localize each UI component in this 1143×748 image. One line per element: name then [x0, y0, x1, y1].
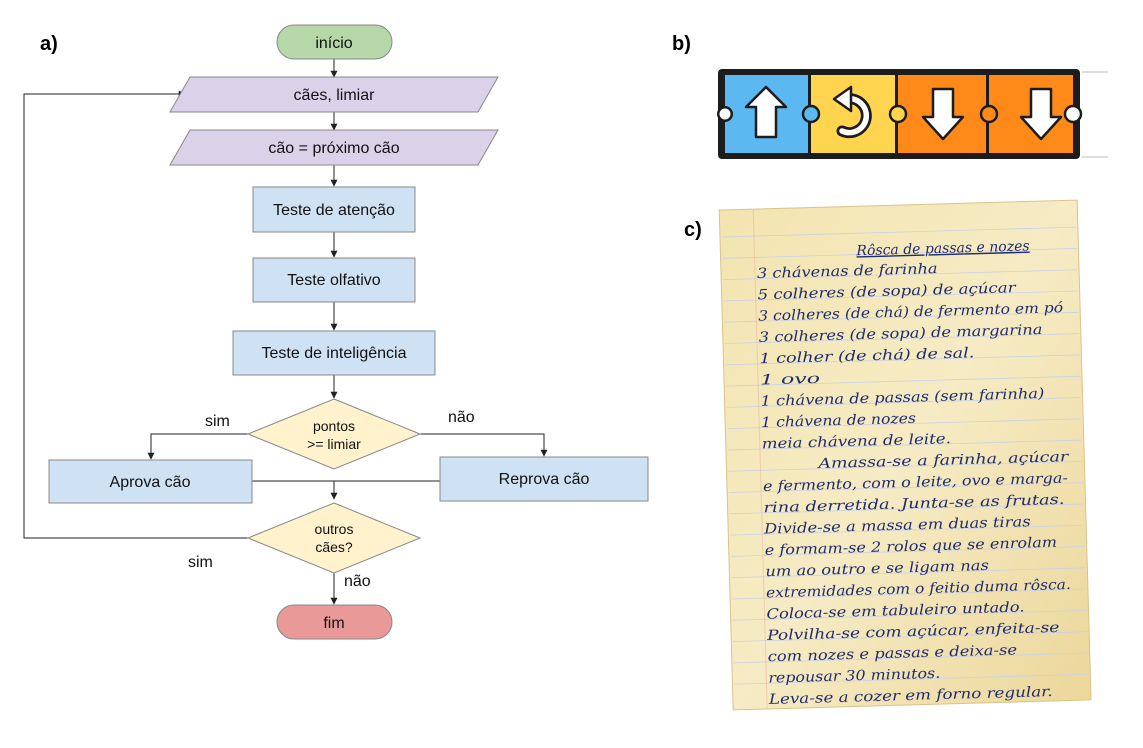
edge-approve-merge	[252, 480, 338, 500]
ruled-line	[734, 673, 1089, 685]
recipe-line: 1 ovo	[760, 371, 820, 389]
recipe-paper	[718, 199, 1092, 711]
score-no-label: não	[448, 409, 475, 426]
score-decision-diamond	[246, 398, 422, 470]
flowchart: início cães, limiar cão = próximo cão Te…	[23, 24, 649, 640]
ruled-line	[722, 248, 1077, 259]
paper-margin-line	[752, 209, 768, 709]
next-dog-label: cão = próximo cão	[268, 140, 399, 157]
score-decision-line1: pontos	[313, 418, 355, 434]
start-label: início	[315, 35, 352, 52]
attention-test-label: Teste de atenção	[273, 202, 395, 219]
panel-label-c: c)	[684, 219, 702, 241]
attention-test-box	[252, 186, 416, 233]
more-dogs-decision-diamond	[246, 502, 422, 574]
ruled-line	[729, 503, 1084, 515]
ruled-line	[732, 609, 1087, 621]
ruled-line	[730, 546, 1085, 557]
ruled-line	[733, 631, 1088, 642]
ruled-line	[727, 418, 1082, 430]
ruled-line	[725, 354, 1080, 366]
more-dogs-line1: outros	[315, 521, 354, 537]
recipe-line: Divide-se a massa em duas tiras	[763, 514, 1031, 537]
ruled-line	[723, 290, 1078, 302]
ruled-line	[732, 588, 1086, 600]
olfactory-test-label: Teste olfativo	[287, 272, 380, 289]
edge-decision-reject	[420, 433, 548, 457]
approve-box	[48, 459, 253, 504]
more-no-label: não	[344, 573, 371, 590]
puzzle-block-2	[801, 75, 895, 153]
recipe-line: Amassa-se a farinha, açúcar	[816, 449, 1070, 472]
ruled-line	[730, 524, 1085, 536]
ruled-line	[724, 333, 1079, 344]
ruled-line	[729, 482, 1083, 493]
recipe-line: um ao outro e se ligam nas	[765, 558, 989, 580]
recipe-title: Rôsca de passas e nozes	[855, 238, 1030, 259]
more-yes-label: sim	[188, 554, 213, 571]
ruled-line	[726, 375, 1081, 387]
recipe-line: meia chávena de leite.	[762, 431, 952, 452]
olfactory-test-box	[252, 257, 416, 303]
recipe-paper-group: Rôsca de passas e nozes 3 chávenas de fa…	[718, 199, 1092, 711]
puzzle-block-4	[979, 75, 1083, 153]
input-label: cães, limiar	[294, 87, 376, 104]
intelligence-test-label: Teste de inteligência	[262, 345, 407, 362]
input-parallelogram	[169, 76, 499, 113]
puzzle-block-1	[717, 75, 808, 153]
recipe-line: 1 chávena de nozes	[761, 411, 916, 431]
edge-loop-back	[23, 90, 248, 539]
down-arrow-icon	[1019, 87, 1063, 141]
ruled-line	[726, 397, 1081, 408]
ruled-line	[733, 652, 1088, 664]
recipe-line: com nozes e passas e deixa-se	[768, 642, 1018, 665]
edge-decision-approve	[147, 433, 248, 460]
recipe-line: repousar 30 minutos.	[768, 666, 940, 687]
approve-label: Aprova cão	[110, 474, 191, 491]
recipe-line: 5 colheres (de sopa) de açúcar	[757, 280, 1017, 303]
score-yes-label: sim	[205, 413, 230, 430]
ruled-line	[731, 567, 1086, 579]
reject-box	[439, 456, 649, 502]
panel-label-a: a)	[40, 33, 58, 55]
score-decision-line2: >= limiar	[307, 436, 361, 452]
start-terminal	[276, 24, 393, 60]
down-arrow-icon	[921, 87, 965, 141]
reject-label: Reprova cão	[499, 471, 590, 488]
more-dogs-line2: cães?	[315, 539, 353, 555]
recipe-line: 3 colheres (de sopa) de margarina	[759, 322, 1043, 346]
panel-label-b: b)	[672, 33, 691, 55]
intelligence-test-box	[232, 330, 436, 376]
ruled-line	[724, 311, 1079, 323]
flowchart-connectors	[23, 59, 548, 605]
puzzle-blocks	[717, 69, 1108, 159]
turn-back-icon	[832, 85, 872, 139]
puzzle-block-3	[888, 75, 986, 153]
next-dog-parallelogram	[169, 129, 499, 166]
end-terminal	[276, 604, 393, 640]
ruled-line	[727, 439, 1082, 451]
recipe-line: Leva-se a cozer em forno regular.	[768, 684, 1053, 708]
recipe-line: 3 chávenas de farinha	[757, 261, 938, 282]
recipe-line: Coloca-se em tabuleiro untado.	[766, 600, 1024, 623]
up-arrow-icon	[744, 85, 788, 139]
recipe-line: 1 colher (de chá) de sal.	[759, 345, 974, 367]
recipe-line: 1 chávena de passas (sem farinha)	[760, 386, 1044, 410]
ruled-line	[721, 226, 1076, 238]
ruled-line	[728, 460, 1083, 472]
ruled-line	[723, 269, 1078, 281]
paper-ruled-lines	[721, 226, 1089, 685]
end-label: fim	[323, 615, 344, 632]
